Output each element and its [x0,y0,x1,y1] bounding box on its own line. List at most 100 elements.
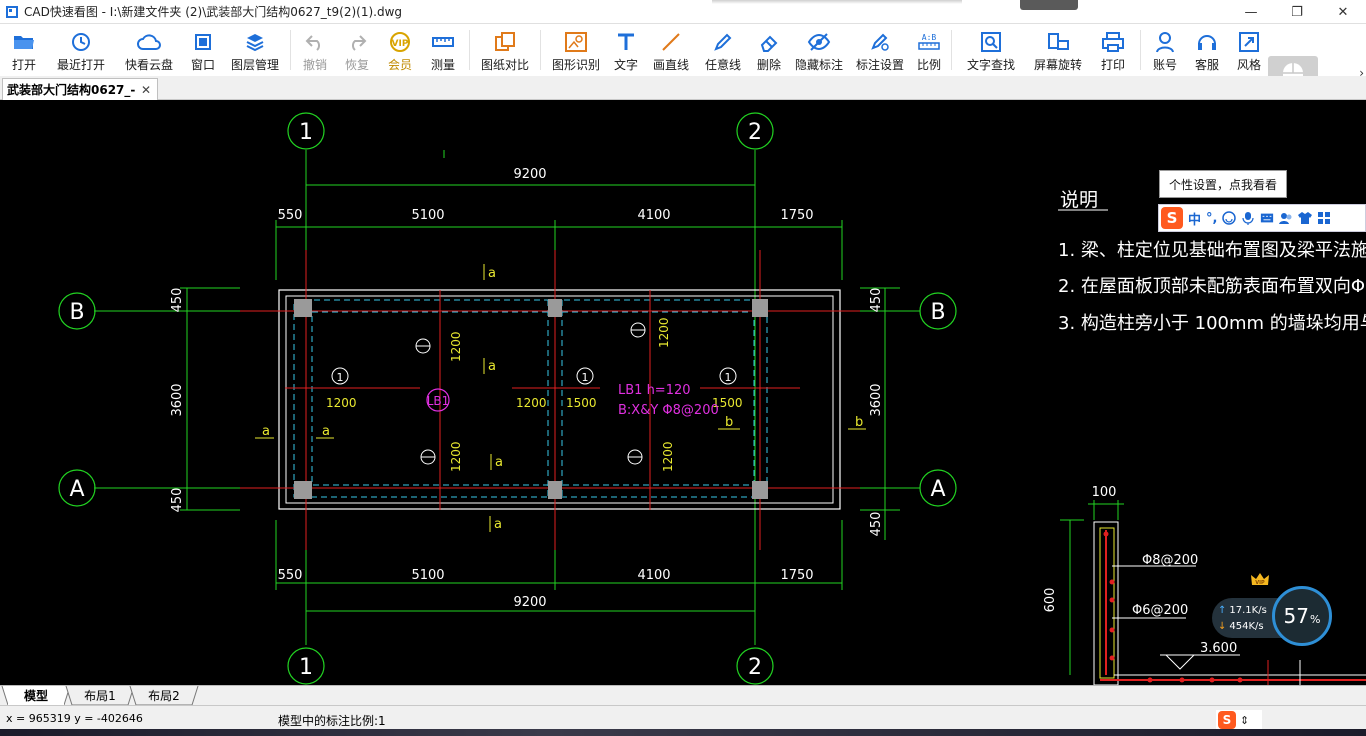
measure-button[interactable]: 测量 [421,24,465,76]
keyboard-icon[interactable] [1260,211,1274,225]
document-tab-title: 武装部大门结构0627_- [7,83,136,97]
customer-service-button[interactable]: 客服 [1185,24,1229,76]
svg-text:1200: 1200 [326,396,357,410]
toolbar-separator [1140,30,1141,70]
popup-shadow [712,0,962,4]
line-tool-button[interactable]: 画直线 [645,24,697,76]
vip-button[interactable]: VIP 会员 [379,24,421,76]
axis-bubble-2-bottom: 2 [736,647,774,685]
dim-text: 3600 [869,383,884,416]
svg-text:b: b [855,415,863,430]
cloud-icon [136,30,162,54]
right-dimensions [860,287,900,540]
lb1-marker [426,388,450,412]
layout-tab-model[interactable]: 模型 [8,686,64,705]
network-monitor[interactable]: VIP ↑17.1K/s ↓454K/s 57% [1212,573,1332,648]
layout-tab-1[interactable]: 布局1 [84,689,116,703]
vip-icon: VIP [387,30,413,54]
dim-text: 3600 [170,383,185,416]
annotation-settings-button[interactable]: 标注设置 [849,24,911,76]
folder-icon [11,30,37,54]
note-1: 1. 梁、柱定位见基础布置图及梁平法施工图。 [1058,240,1366,261]
ime-toolbar[interactable]: S 中 °, [1158,204,1366,232]
status-ime-indicator[interactable]: S ⇕ [1216,710,1262,730]
axis-label: 2 [748,120,762,145]
layers-button[interactable]: 图层管理 [224,24,286,76]
user-group-icon[interactable] [1279,211,1293,225]
text-icon [613,30,639,54]
minimize-button[interactable]: — [1244,4,1258,20]
axis-bubble-1-top: 1 [287,112,325,150]
rotate-icon [1045,30,1071,54]
user-icon [1152,30,1178,54]
drawing-canvas[interactable]: 1 2 1 2 B A B A 9200 550 5100 4100 [0,100,1366,685]
ime-toggle-arrow-icon[interactable]: ⇕ [1240,713,1250,727]
shape-recognition-button[interactable]: 图形识别 [545,24,607,76]
text-tool-button[interactable]: 文字 [607,24,645,76]
compare-button[interactable]: 图纸对比 [474,24,536,76]
svg-text:a: a [262,424,270,439]
shirt-icon[interactable] [1298,211,1313,225]
sogou-tray-icon[interactable]: S [1218,711,1236,729]
rebar-lengths: 1200 1200 1500 1500 1200 1200 1200 1200 [326,317,743,472]
outer-wall [278,289,841,510]
dim-text: 9200 [513,167,546,182]
microphone-icon[interactable] [1241,211,1255,225]
rotate-screen-button[interactable]: 屏幕旋转 [1026,24,1090,76]
recent-button[interactable]: 最近打开 [46,24,116,76]
erase-button[interactable]: 删除 [749,24,789,76]
emoji-icon[interactable] [1222,211,1237,225]
window-menu-button[interactable]: 窗口 [182,24,224,76]
inner-wall [285,295,834,504]
axis-bubble-2-top: 2 [736,112,774,150]
marker-text: 1 [337,371,344,384]
dim-text: 450 [170,488,185,513]
account-button[interactable]: 账号 [1145,24,1185,76]
upload-rate: ↑17.1K/s [1218,604,1267,616]
rebar-markers [331,322,737,465]
vip-crown-icon: VIP [1250,572,1270,588]
document-tab[interactable]: 武装部大门结构0627_- ✕ [2,78,158,100]
hide-annotation-button[interactable]: 隐藏标注 [789,24,849,76]
toolbar-separator [951,30,952,70]
toolbar-more-arrow[interactable]: › [1359,66,1364,80]
open-button[interactable]: 打开 [2,24,46,76]
tag-underlines [255,264,866,532]
eye-slash-icon [806,30,832,54]
cad-drawing: 1 2 1 2 B A B A 9200 550 5100 4100 [58,112,1366,685]
ime-punctuation-toggle[interactable]: °, [1206,210,1218,226]
print-button[interactable]: 打印 [1090,24,1136,76]
axis-label: 1 [299,655,313,680]
layout-tab-2[interactable]: 布局2 [148,689,180,703]
app-logo-icon [4,4,20,20]
ime-language-toggle[interactable]: 中 [1188,212,1202,228]
scale-button[interactable]: A:B 比例 [911,24,947,76]
close-button[interactable]: ✕ [1337,4,1349,20]
text-search-button[interactable]: 文字查找 [956,24,1026,76]
close-tab-icon[interactable]: ✕ [141,82,152,97]
marker-text: 1 [582,371,589,384]
axis-label: B [69,300,84,325]
maximize-button[interactable]: ❐ [1291,4,1303,20]
window-title: CAD快速看图 - I:\新建文件夹 (2)\武装部大门结构0627_t9(2)… [24,5,403,19]
toolbar-separator [290,30,291,70]
cloud-button[interactable]: 快看云盘 [116,24,182,76]
undo-icon [302,30,328,54]
marker-text: 1 [725,371,732,384]
style-button[interactable]: 风格 [1229,24,1269,76]
printer-icon [1100,30,1126,54]
download-rate: ↓454K/s [1218,620,1264,632]
lb1-rebar: B:X&Y Φ8@200 [618,403,719,418]
svg-text:1200: 1200 [657,317,671,348]
grid-menu-icon[interactable] [1317,211,1331,225]
drag-handle[interactable] [1020,0,1078,10]
svg-text:a: a [488,359,496,374]
undo-button[interactable]: 撤销 [295,24,335,76]
svg-text:1200: 1200 [449,441,463,472]
sogou-logo-icon[interactable]: S [1161,207,1183,229]
redo-button[interactable]: 恢复 [335,24,379,76]
freehand-tool-button[interactable]: 任意线 [697,24,749,76]
svg-text:b: b [725,415,733,430]
memory-usage-gauge[interactable]: 57% [1272,586,1332,646]
detail-rebar-dots [1103,531,1243,683]
